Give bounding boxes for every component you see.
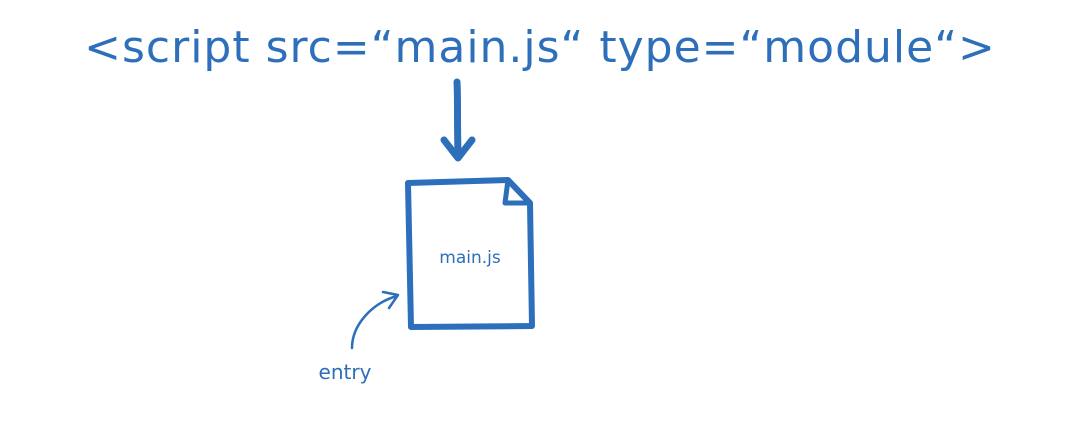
- script-tag-code: <script src=“main.js“ type=“module“>: [84, 22, 996, 73]
- file-name-label: main.js: [439, 248, 501, 268]
- down-arrow-icon: [440, 78, 476, 162]
- curved-arrow-icon: [350, 290, 400, 350]
- entry-annotation-label: entry: [318, 360, 372, 384]
- file-icon: [405, 177, 535, 330]
